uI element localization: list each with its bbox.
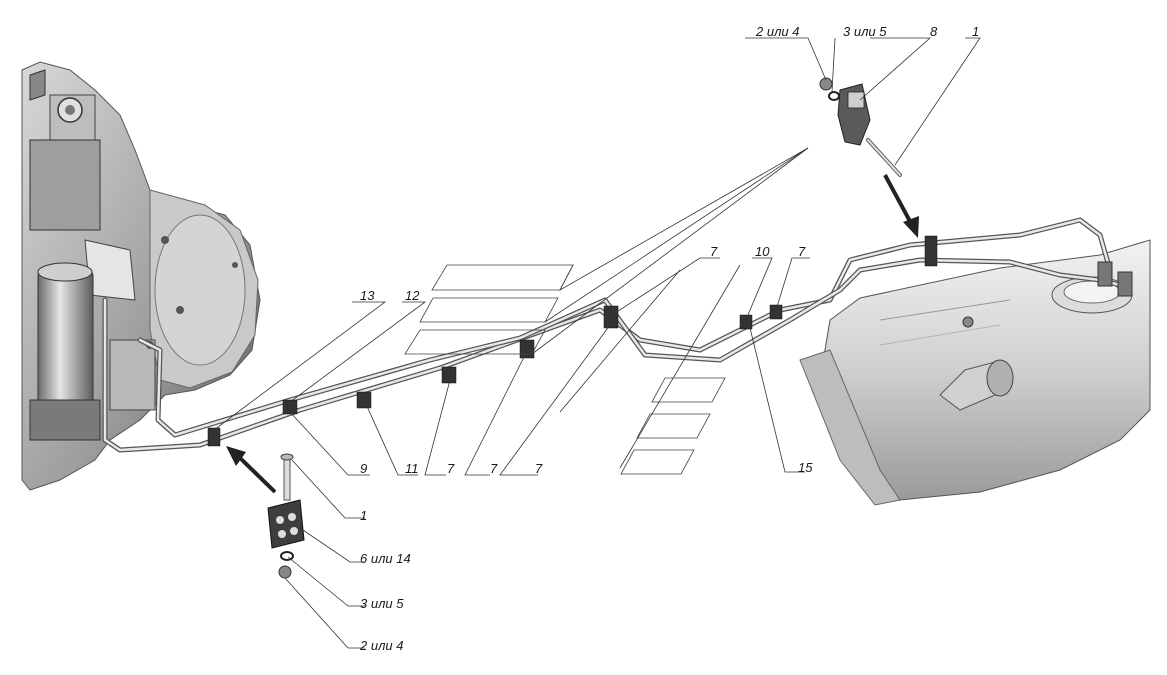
callout-8: 8 xyxy=(930,24,938,39)
callout-7-a: 7 xyxy=(710,244,718,259)
fuel-tank xyxy=(799,239,1151,506)
callout-13: 13 xyxy=(360,288,375,303)
callout-7-c: 7 xyxy=(447,461,455,476)
nut-bottom xyxy=(278,565,292,579)
clamp xyxy=(519,339,535,359)
bolt-bottom xyxy=(283,454,291,501)
clamp xyxy=(739,314,753,330)
washer-bottom xyxy=(280,551,294,561)
callout-11: 11 xyxy=(405,461,419,476)
clamp xyxy=(282,399,298,415)
pipe-clamps xyxy=(207,235,938,447)
callout-2-or-4-top: 2 или 4 xyxy=(755,24,799,39)
nut-top xyxy=(819,77,833,91)
callout-3-or-5-bottom: 3 или 5 xyxy=(360,596,404,611)
clamp xyxy=(441,366,457,384)
arrow-shaft-top xyxy=(883,174,914,226)
clamp xyxy=(924,235,938,267)
callout-9: 9 xyxy=(360,461,367,476)
engine xyxy=(21,61,261,491)
fuel-line-pipes xyxy=(102,217,1133,453)
callout-1-bottom: 1 xyxy=(360,508,367,523)
clamp xyxy=(769,304,783,320)
callout-12: 12 xyxy=(405,288,420,303)
arrow-head-top xyxy=(903,216,919,238)
assembly-arrows xyxy=(226,174,919,494)
exploded-clamp-top xyxy=(819,77,902,177)
callout-7-b: 7 xyxy=(798,244,806,259)
callout-10: 10 xyxy=(755,244,770,259)
arrow-head-bottom xyxy=(226,446,246,466)
callout-labels: 2 или 4 3 или 5 8 1 13 12 7 10 7 9 11 7 … xyxy=(359,24,979,653)
exploded-clamp-bottom xyxy=(267,453,305,579)
leader-lines xyxy=(213,37,981,649)
callout-3-or-5-top: 3 или 5 xyxy=(843,24,887,39)
callout-15: 15 xyxy=(798,460,813,475)
clamp xyxy=(603,305,619,329)
washer-top xyxy=(828,91,840,101)
callout-6-or-14: 6 или 14 xyxy=(360,551,411,566)
clamp xyxy=(207,427,221,447)
clamp-block-bottom xyxy=(267,499,305,549)
callout-7-e: 7 xyxy=(535,461,543,476)
arrow-shaft-bottom xyxy=(236,454,277,494)
callout-1-top: 1 xyxy=(972,24,979,39)
callout-2-or-4-bottom: 2 или 4 xyxy=(359,638,403,653)
callout-7-d: 7 xyxy=(490,461,498,476)
clamp xyxy=(356,391,372,409)
